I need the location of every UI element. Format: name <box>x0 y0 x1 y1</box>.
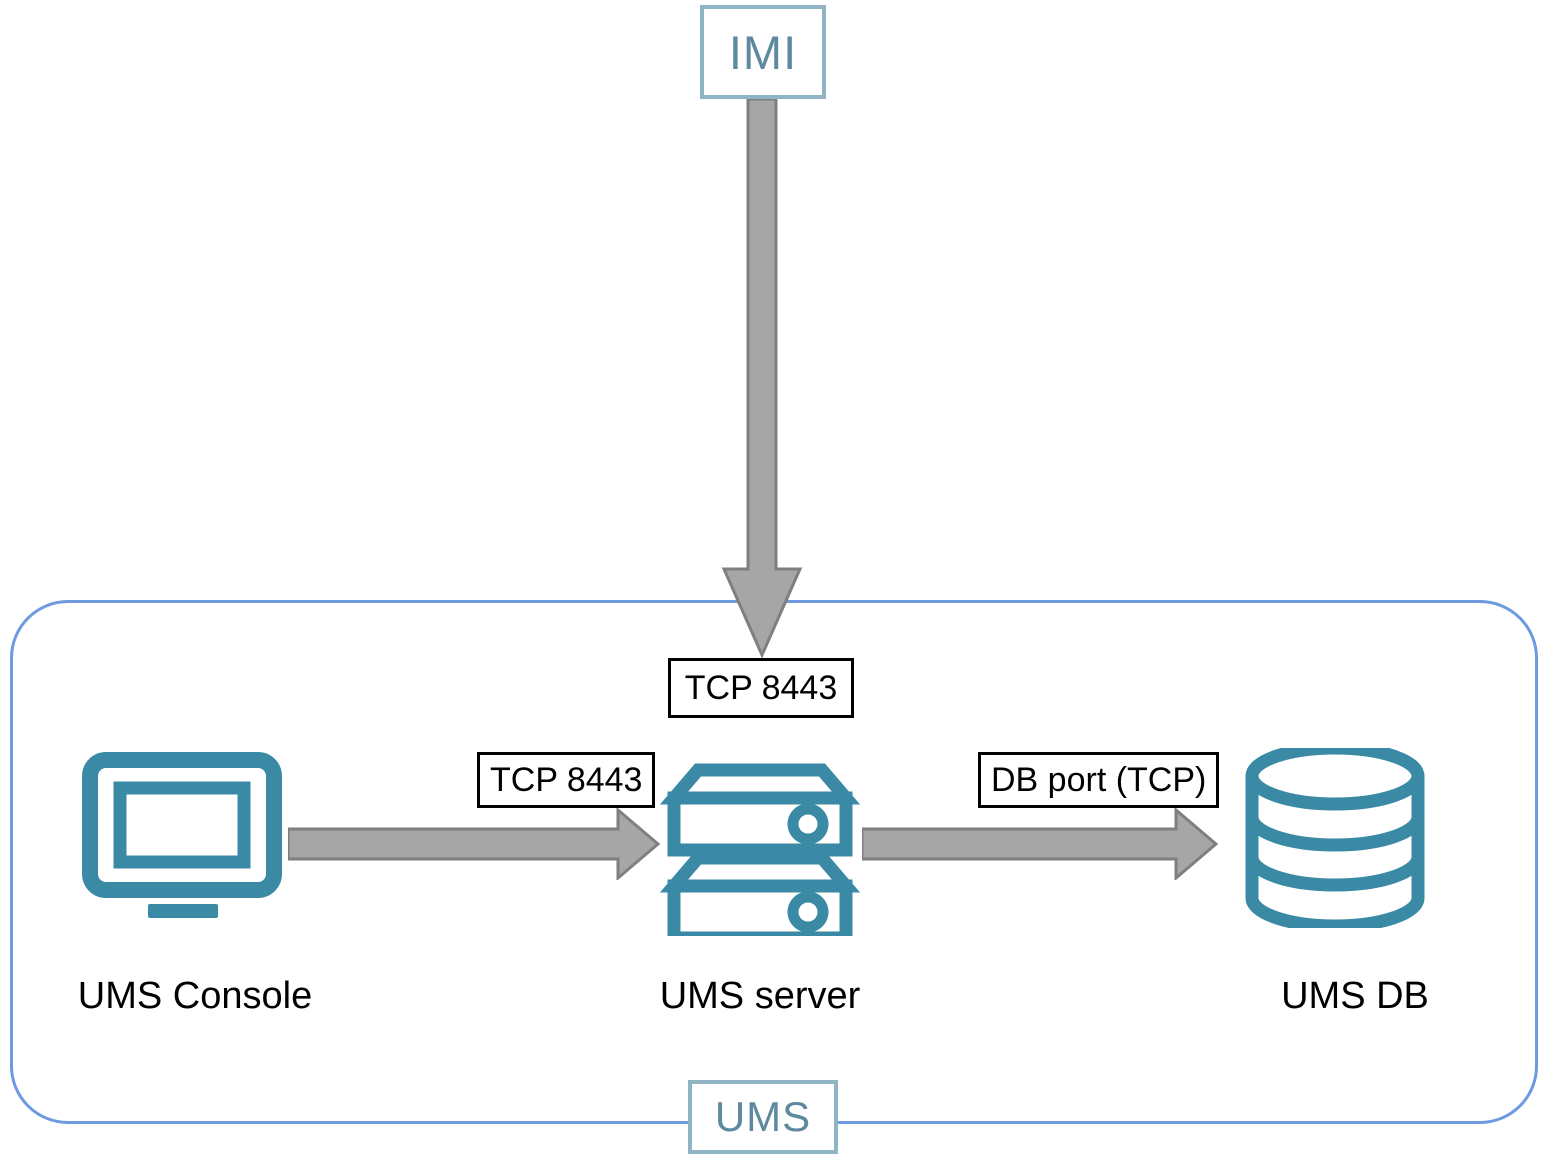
node-label-text: UMS DB <box>1281 975 1429 1017</box>
server-stack-icon <box>660 763 860 936</box>
port-label-text: TCP 8443 <box>684 668 838 707</box>
connection-arrow-imi-to-server <box>721 99 803 659</box>
server-upper-indicator <box>787 803 829 845</box>
monitor-icon <box>82 752 282 918</box>
monitor-screen <box>113 781 251 869</box>
arrow-shape <box>721 99 803 659</box>
node-label-ums-console: UMS Console <box>0 975 390 1018</box>
imi-tag-label: IMI <box>728 25 798 79</box>
server-lower-indicator <box>787 891 829 933</box>
node-label-text: UMS server <box>659 975 861 1017</box>
arrow-shape <box>288 808 660 880</box>
database-cylinder-icon <box>1245 748 1425 928</box>
node-label-ums-db: UMS DB <box>1160 975 1550 1018</box>
node-label-ums-server: UMS server <box>575 975 945 1018</box>
db-band-2 <box>1245 856 1425 892</box>
db-band-1 <box>1245 816 1425 852</box>
arrow-shape <box>862 808 1218 880</box>
node-label-text: UMS Console <box>77 975 313 1017</box>
ums-tag-label: UMS <box>714 1093 812 1140</box>
db-body <box>1245 776 1425 928</box>
port-label-console-to-server: TCP 8443 <box>477 752 656 808</box>
monitor-frame <box>82 752 282 898</box>
ums-boundary-tag: UMS <box>688 1080 838 1154</box>
server-upper-unit <box>667 791 853 857</box>
port-label-text: DB port (TCP) <box>991 760 1207 799</box>
connection-arrow-console-to-server <box>288 808 660 880</box>
connection-arrow-server-to-db <box>862 808 1218 880</box>
imi-boundary-tag: IMI <box>700 5 826 99</box>
server-lower-unit <box>667 879 853 936</box>
port-label-server-to-db: DB port (TCP) <box>978 752 1220 808</box>
monitor-stand <box>148 904 218 918</box>
port-label-imi-to-server: TCP 8443 <box>668 658 854 718</box>
db-top-ellipse <box>1245 748 1425 811</box>
port-label-text: TCP 8443 <box>490 760 643 799</box>
